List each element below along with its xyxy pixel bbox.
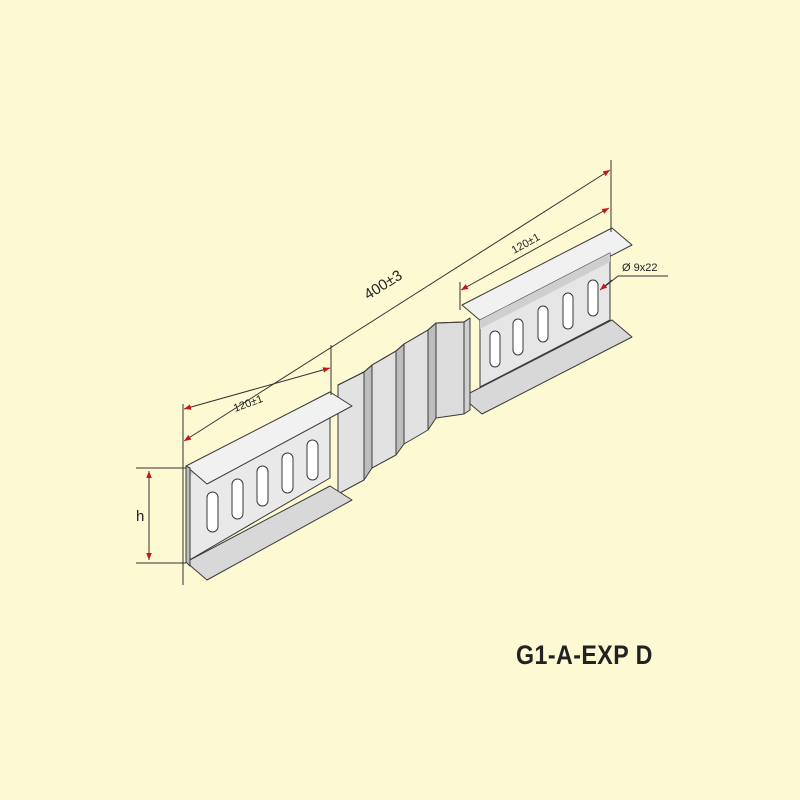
right-length-arrow xyxy=(460,207,610,291)
model-code-title: G1-A-EXP D xyxy=(516,640,653,670)
height-label: h xyxy=(136,508,144,525)
hole-size-label: Ø 9x22 xyxy=(622,262,657,274)
bellows-section xyxy=(337,317,471,495)
left-tray-section xyxy=(185,391,353,581)
left-length-label: 120±1 xyxy=(232,393,265,415)
left-length-arrow xyxy=(183,367,331,410)
dimension-arrows xyxy=(146,169,613,560)
left-tray-slots xyxy=(206,439,319,533)
total-length-label: 400±3 xyxy=(361,267,405,303)
right-length-label: 120±1 xyxy=(510,231,543,256)
hole-arrow xyxy=(599,279,613,291)
